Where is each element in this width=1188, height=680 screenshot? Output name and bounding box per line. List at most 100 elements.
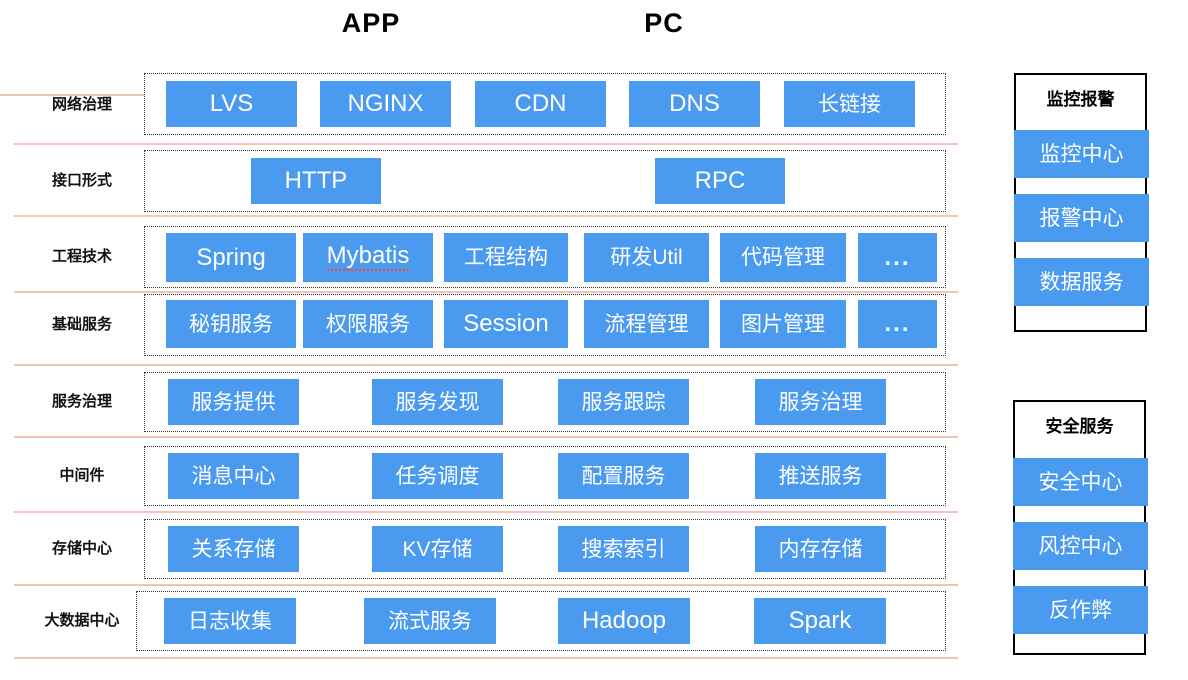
separator-line bbox=[14, 657, 958, 659]
box-streaming-service-label: 流式服务 bbox=[388, 609, 472, 633]
box-project-structure-label: 工程结构 bbox=[464, 246, 548, 269]
separator-line bbox=[14, 364, 958, 366]
box-data-service: 数据服务 bbox=[1014, 258, 1149, 306]
box-nginx-label: NGINX bbox=[347, 90, 424, 117]
box-code-management-label: 代码管理 bbox=[741, 246, 825, 269]
box-risk-control-center: 风控中心 bbox=[1013, 522, 1148, 570]
box-relational-storage-label: 关系存储 bbox=[191, 537, 276, 561]
box-kv-storage-label: KV存储 bbox=[402, 537, 473, 561]
box-dns: DNS bbox=[629, 81, 760, 127]
box-service-governance: 服务治理 bbox=[755, 379, 886, 425]
box-security-center-label: 安全中心 bbox=[1038, 470, 1123, 494]
separator-line bbox=[0, 94, 144, 96]
box-anti-cheating: 反作弊 bbox=[1013, 586, 1148, 634]
box-alarm-center-label: 报警中心 bbox=[1039, 206, 1124, 230]
box-spark: Spark bbox=[754, 598, 886, 644]
row-label-big-data-center: 大数据中心 bbox=[44, 612, 120, 629]
box-data-service-label: 数据服务 bbox=[1039, 270, 1124, 294]
box-service-discovery: 服务发现 bbox=[372, 379, 503, 425]
box-log-collection: 日志收集 bbox=[164, 598, 296, 644]
box-long-connection-label: 长链接 bbox=[818, 92, 881, 116]
box-service-provide-label: 服务提供 bbox=[191, 390, 276, 414]
box-config-service-label: 配置服务 bbox=[581, 464, 666, 488]
box-secret-key-service: 秘钥服务 bbox=[166, 300, 296, 348]
box-engineering-more-label: ... bbox=[884, 243, 911, 271]
box-session: Session bbox=[444, 300, 568, 348]
box-session-label: Session bbox=[463, 310, 549, 337]
row-label-storage-center: 存储中心 bbox=[51, 540, 112, 557]
box-service-governance-label: 服务治理 bbox=[778, 390, 863, 414]
box-secret-key-service-label: 秘钥服务 bbox=[189, 312, 273, 336]
box-dev-util: 研发Util bbox=[584, 233, 709, 282]
box-permission-service: 权限服务 bbox=[303, 300, 433, 348]
box-permission-service-label: 权限服务 bbox=[326, 312, 410, 336]
separator-line bbox=[14, 436, 958, 438]
box-basic-more: ... bbox=[858, 300, 937, 348]
box-monitoring-center: 监控中心 bbox=[1014, 130, 1149, 178]
box-message-center-label: 消息中心 bbox=[191, 464, 276, 488]
box-mybatis: Mybatis bbox=[303, 233, 433, 282]
box-search-index: 搜索索引 bbox=[558, 526, 689, 572]
box-service-tracing: 服务跟踪 bbox=[558, 379, 689, 425]
box-monitoring-center-label: 监控中心 bbox=[1039, 142, 1124, 166]
box-nginx: NGINX bbox=[320, 81, 451, 127]
box-image-management: 图片管理 bbox=[720, 300, 846, 348]
box-message-center: 消息中心 bbox=[168, 453, 299, 499]
box-hadoop-label: Hadoop bbox=[581, 607, 667, 634]
row-label-engineering-technology: 工程技术 bbox=[51, 248, 112, 265]
box-spring-label: Spring bbox=[196, 243, 266, 271]
box-streaming-service: 流式服务 bbox=[364, 598, 496, 644]
box-engineering-more: ... bbox=[858, 233, 937, 282]
box-dev-util-label: 研发Util bbox=[610, 246, 683, 269]
box-rpc: RPC bbox=[655, 158, 785, 204]
box-anti-cheating-label: 反作弊 bbox=[1049, 598, 1112, 622]
box-push-service-label: 推送服务 bbox=[778, 464, 863, 488]
box-service-tracing-label: 服务跟踪 bbox=[581, 390, 666, 414]
box-relational-storage: 关系存储 bbox=[168, 526, 299, 572]
box-task-scheduling: 任务调度 bbox=[372, 453, 503, 499]
row-label-middleware: 中间件 bbox=[59, 467, 105, 484]
box-spark-label: Spark bbox=[788, 607, 852, 634]
column-title-pc: PC bbox=[644, 8, 684, 38]
box-spring: Spring bbox=[166, 233, 296, 282]
box-push-service: 推送服务 bbox=[755, 453, 886, 499]
box-kv-storage: KV存储 bbox=[372, 526, 503, 572]
row-label-service-governance: 服务治理 bbox=[51, 393, 112, 410]
box-service-discovery-label: 服务发现 bbox=[395, 390, 480, 414]
box-rpc-label: RPC bbox=[694, 167, 746, 194]
row-label-basic-services: 基础服务 bbox=[51, 316, 112, 333]
box-alarm-center: 报警中心 bbox=[1014, 194, 1149, 242]
box-lvs: LVS bbox=[166, 81, 297, 127]
box-search-index-label: 搜索索引 bbox=[581, 537, 666, 561]
row-label-interface-form: 接口形式 bbox=[51, 172, 112, 189]
separator-line bbox=[14, 584, 958, 586]
separator-line bbox=[14, 291, 958, 293]
box-http: HTTP bbox=[251, 158, 381, 204]
box-cdn-label: CDN bbox=[514, 90, 567, 117]
box-memory-storage: 内存存储 bbox=[755, 526, 886, 572]
box-image-management-label: 图片管理 bbox=[741, 312, 825, 336]
separator-line bbox=[14, 143, 958, 145]
box-hadoop: Hadoop bbox=[558, 598, 690, 644]
box-code-management: 代码管理 bbox=[720, 233, 846, 282]
box-dns-label: DNS bbox=[669, 90, 720, 117]
box-long-connection: 长链接 bbox=[784, 81, 915, 127]
box-risk-control-center-label: 风控中心 bbox=[1038, 534, 1123, 558]
box-service-provide: 服务提供 bbox=[168, 379, 299, 425]
panel-monitoring-alarm-title: 监控报警 bbox=[1046, 90, 1115, 109]
box-cdn: CDN bbox=[475, 81, 606, 127]
separator-line bbox=[14, 215, 958, 217]
box-basic-more-label: ... bbox=[884, 310, 911, 337]
panel-security-service-title: 安全服务 bbox=[1045, 417, 1114, 436]
box-task-scheduling-label: 任务调度 bbox=[395, 464, 480, 488]
box-project-structure: 工程结构 bbox=[444, 233, 568, 282]
box-http-label: HTTP bbox=[284, 167, 348, 194]
box-lvs-label: LVS bbox=[209, 90, 254, 117]
box-security-center: 安全中心 bbox=[1013, 458, 1148, 506]
separator-line bbox=[14, 511, 958, 513]
row-label-network-governance: 网络治理 bbox=[51, 96, 112, 113]
column-title-app: APP bbox=[341, 8, 401, 38]
box-log-collection-label: 日志收集 bbox=[188, 609, 272, 633]
box-mybatis-label: Mybatis bbox=[326, 242, 410, 271]
